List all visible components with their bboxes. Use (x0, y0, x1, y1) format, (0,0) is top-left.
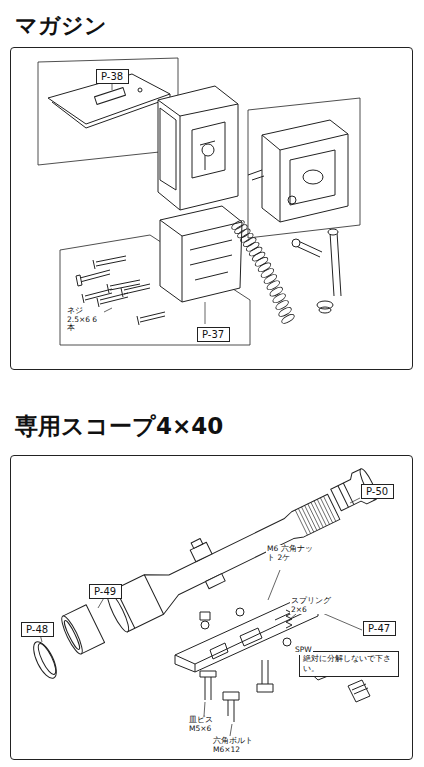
callout-box: P-38 (96, 69, 129, 84)
part-label: SPW (294, 646, 313, 655)
section-title: マガジン (15, 11, 416, 41)
callout-box: P-50 (361, 484, 394, 499)
figure-panel: 専用スコープ4×40P-50P-49P-48P-47絶対に分解しないで下さい。 (10, 455, 413, 760)
spring-coil (230, 219, 295, 325)
callout-box: P-48 (21, 622, 54, 637)
callout-number: P-48 (26, 624, 49, 635)
callout-number: P-37 (202, 329, 225, 340)
callout-box: P-47 (363, 621, 396, 636)
part-label: M6 六角ナット 2ケ (266, 545, 314, 562)
note-text: 絶対に分解しないで下さい。 (303, 654, 395, 673)
part-label: 皿ビス M5×6 (188, 716, 230, 733)
callout-number: P-50 (366, 486, 389, 497)
part-label: ネジ 2.5×6 6本 (66, 307, 104, 333)
callout-box: P-37 (197, 327, 230, 342)
callout-number: P-47 (368, 623, 391, 634)
callout-number: P-49 (94, 586, 117, 597)
callout-number: P-38 (101, 71, 124, 82)
part-label: スプリング 2×6 (290, 597, 344, 614)
section-title: 専用スコープ4×40 (15, 411, 416, 442)
callout-box: P-49 (89, 584, 122, 599)
part-label: 六角ボルト M6×12 (212, 737, 274, 754)
warning-note: 絶対に分解しないで下さい。 (299, 651, 399, 677)
